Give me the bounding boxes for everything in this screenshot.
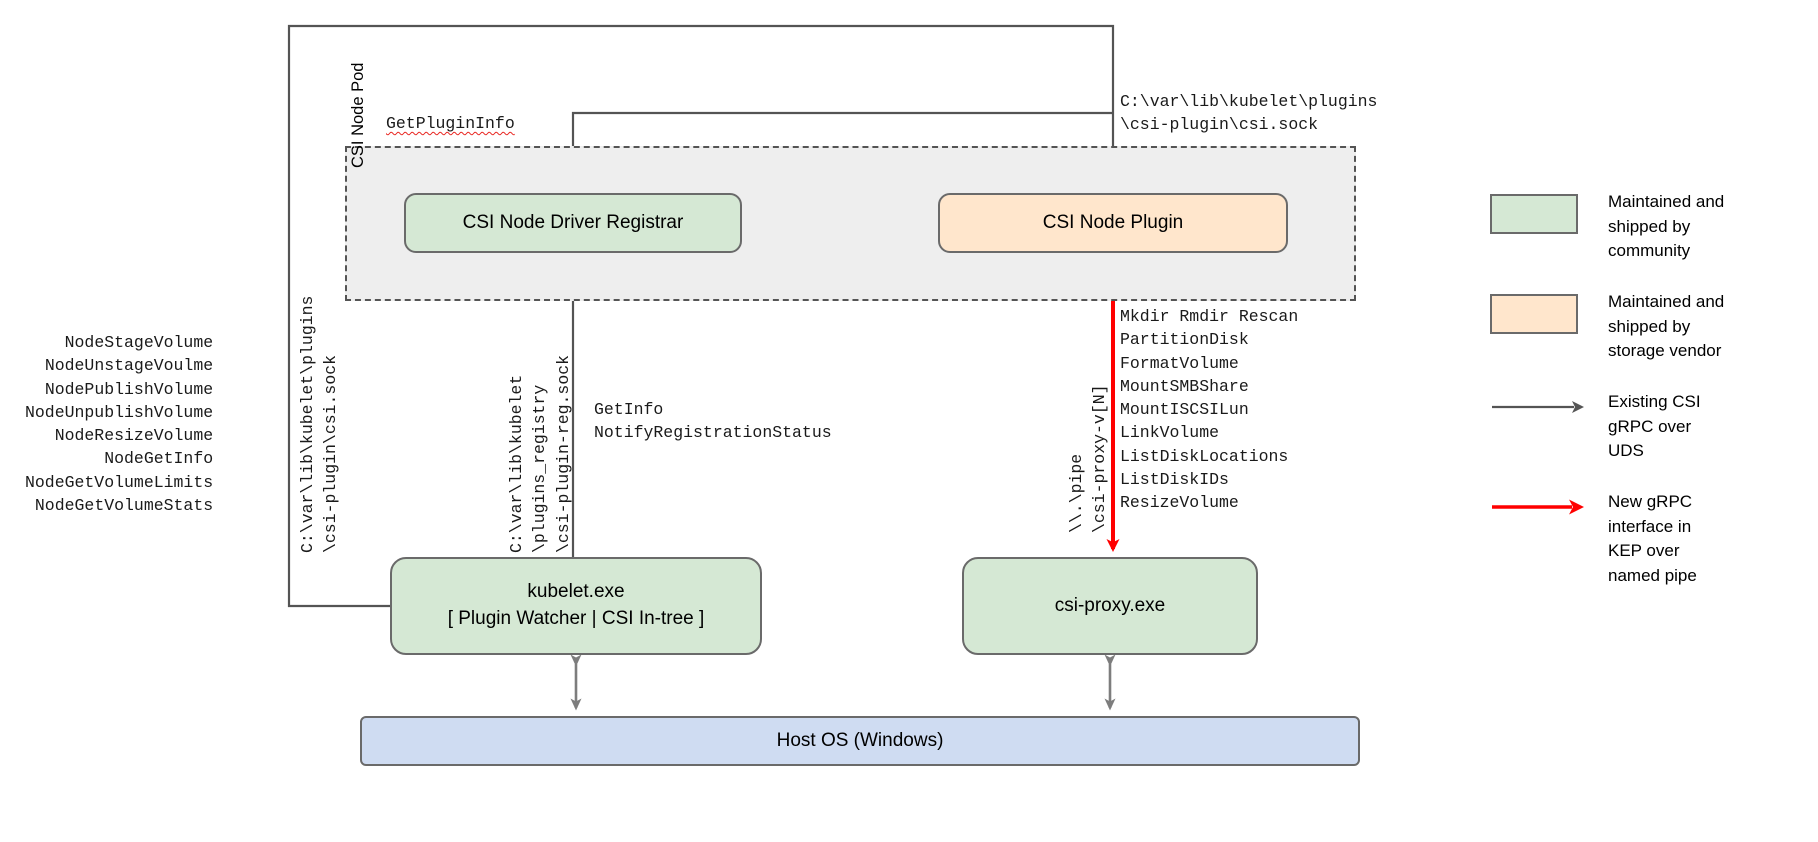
node-label: csi-proxy.exe: [1054, 594, 1166, 616]
legend-item-existing-csi-grpc: Existing CSI gRPC over UDS: [1490, 390, 1800, 490]
node-label: Host OS (Windows): [776, 729, 944, 751]
legend: Maintained and shipped by community Main…: [1490, 190, 1800, 590]
legend-item-storage-vendor: Maintained and shipped by storage vendor: [1490, 290, 1800, 390]
node-csi-node-driver-registrar[interactable]: CSI Node Driver Registrar: [404, 193, 742, 253]
label-csi-proxy-operations: Mkdir Rmdir Rescan PartitionDisk FormatV…: [1120, 307, 1299, 512]
label-csi-sock-path: C:\var\lib\kubelet\plugins \csi-plugin\c…: [298, 295, 341, 553]
node-label: CSI Node Driver Registrar: [462, 211, 684, 233]
legend-item-community: Maintained and shipped by community: [1490, 190, 1800, 290]
label-node-service-operations: NodeStageVolume NodeUnstageVoulme NodePu…: [25, 333, 214, 515]
legend-arrow-red-icon: [1492, 499, 1584, 515]
label-plugin-socket-path: C:\var\lib\kubelet\plugins \csi-plugin\c…: [1120, 92, 1378, 135]
legend-arrow-gray-icon: [1492, 401, 1584, 413]
label-get-plugin-info: GetPluginInfo: [386, 112, 515, 135]
legend-label: Maintained and shipped by storage vendor: [1608, 292, 1725, 361]
node-csi-node-plugin[interactable]: CSI Node Plugin: [938, 193, 1288, 253]
legend-label: Existing CSI gRPC over UDS: [1608, 392, 1701, 461]
label-text: GetPluginInfo: [386, 114, 515, 133]
legend-label: Maintained and shipped by community: [1608, 192, 1725, 261]
legend-label: New gRPC interface in KEP over named pip…: [1608, 492, 1697, 585]
label-registry-sock-path: C:\var\lib\kubelet \plugins_registry \cs…: [507, 354, 573, 553]
legend-swatch-yellow: [1490, 294, 1578, 334]
csi-node-pod-label: CSI Node Pod: [349, 62, 367, 168]
legend-swatch-green: [1490, 194, 1578, 234]
node-host-os[interactable]: Host OS (Windows): [360, 716, 1360, 766]
node-label: CSI Node Plugin: [1042, 211, 1184, 233]
node-label-line1: kubelet.exe: [527, 581, 625, 603]
label-registration-operations: GetInfo NotifyRegistrationStatus: [594, 400, 832, 443]
label-named-pipe-path: \\.\pipe \csi-proxy-v[N]: [1067, 384, 1110, 533]
legend-item-new-grpc-kep: New gRPC interface in KEP over named pip…: [1490, 490, 1800, 590]
node-kubelet-exe[interactable]: kubelet.exe [ Plugin Watcher | CSI In-tr…: [390, 557, 762, 655]
node-label-line2: [ Plugin Watcher | CSI In-tree ]: [447, 608, 705, 629]
node-csi-proxy-exe[interactable]: csi-proxy.exe: [962, 557, 1258, 655]
